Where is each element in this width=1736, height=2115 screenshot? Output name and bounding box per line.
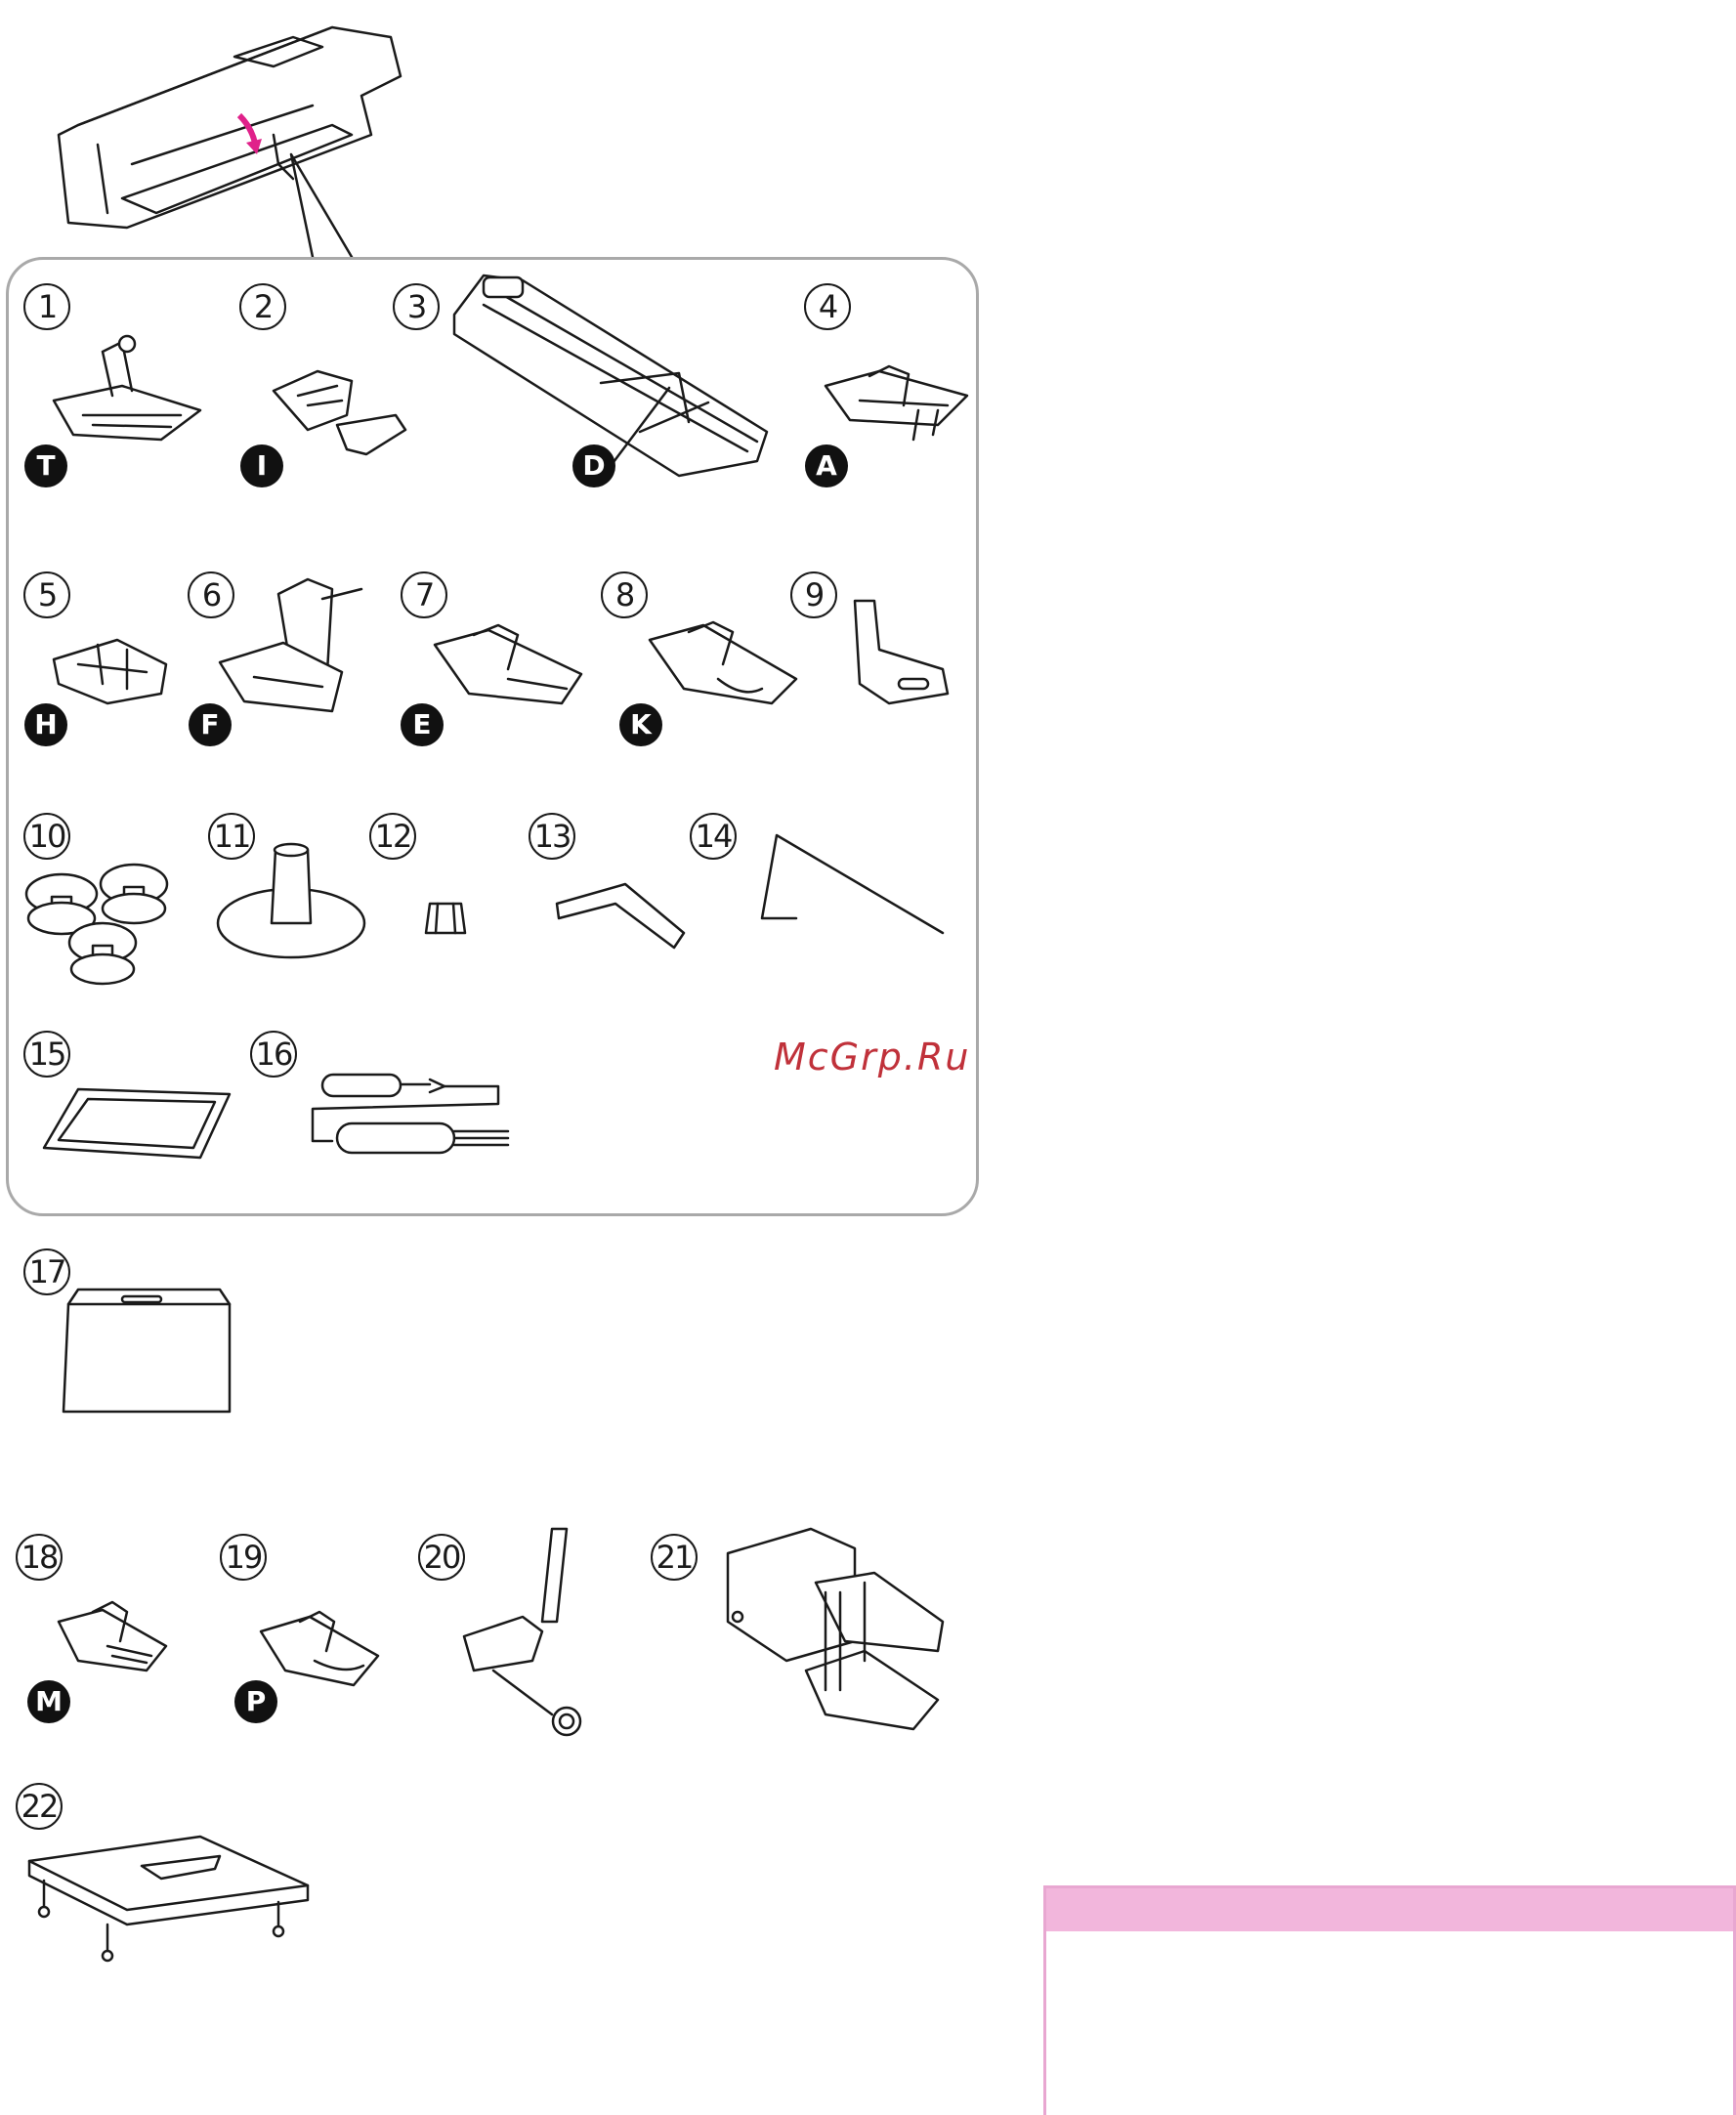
overcasting-foot-icon [430,620,586,718]
item-number-2: 2 [239,283,286,330]
foot-letter-H: H [24,703,67,746]
screwdriver-icon [547,879,694,952]
foot-letter-A: A [805,444,848,487]
foot-letter-E: E [401,703,444,746]
item-number-1: 1 [23,283,70,330]
item-number-4: 4 [804,283,851,330]
item-number-3: 3 [393,283,440,330]
foot-letter-F: F [189,703,232,746]
instruction-card-icon [39,1084,234,1163]
item-number-14: 14 [690,813,737,860]
item-number-13: 13 [529,813,575,860]
item-number-5: 5 [23,571,70,618]
quarter-inch-foot-icon [256,1612,383,1700]
foot-letter-M: M [27,1680,70,1723]
foot-letter-D: D [572,444,615,487]
cording-foot-icon [54,1602,171,1690]
notice-header [1046,1888,1733,1931]
spool-pin-felt-icon [422,894,471,943]
foot-letter-T: T [24,444,67,487]
bobbins-icon [24,860,171,987]
button-sewing-foot-icon [49,635,176,723]
accessory-box-illustration [39,18,410,262]
blind-hem-foot-icon [215,565,371,731]
item-number-9: 9 [790,571,837,618]
foot-letter-K: K [619,703,662,746]
dust-cover-icon [59,1285,234,1417]
zigzag-foot-icon [44,332,210,469]
hemmer-foot-icon [645,620,801,718]
foot-letter-P: P [234,1680,277,1723]
quilting-guide-icon [757,830,953,943]
zipper-foot-icon [269,357,415,464]
watermark-text: McGrp.Ru [774,1036,970,1079]
item-number-22: 22 [16,1783,63,1830]
extension-table-icon [24,1832,318,1968]
item-number-18: 18 [16,1534,63,1581]
spool-holder-icon [215,830,371,972]
darning-quilting-foot-icon [454,1524,591,1739]
item-number-15: 15 [23,1031,70,1078]
item-number-16: 16 [250,1031,297,1078]
item-number-10: 10 [23,813,70,860]
item-number-19: 19 [220,1534,267,1581]
item-number-7: 7 [401,571,447,618]
seam-ripper-brush-icon [308,1065,523,1163]
item-number-12: 12 [369,813,416,860]
item-number-21: 21 [651,1534,698,1581]
darning-foot-icon [850,596,957,713]
item-number-8: 8 [601,571,648,618]
walking-foot-icon [718,1524,948,1734]
foot-letter-I: I [240,444,283,487]
notice-box [1043,1885,1736,2115]
satin-foot-icon [821,357,977,454]
